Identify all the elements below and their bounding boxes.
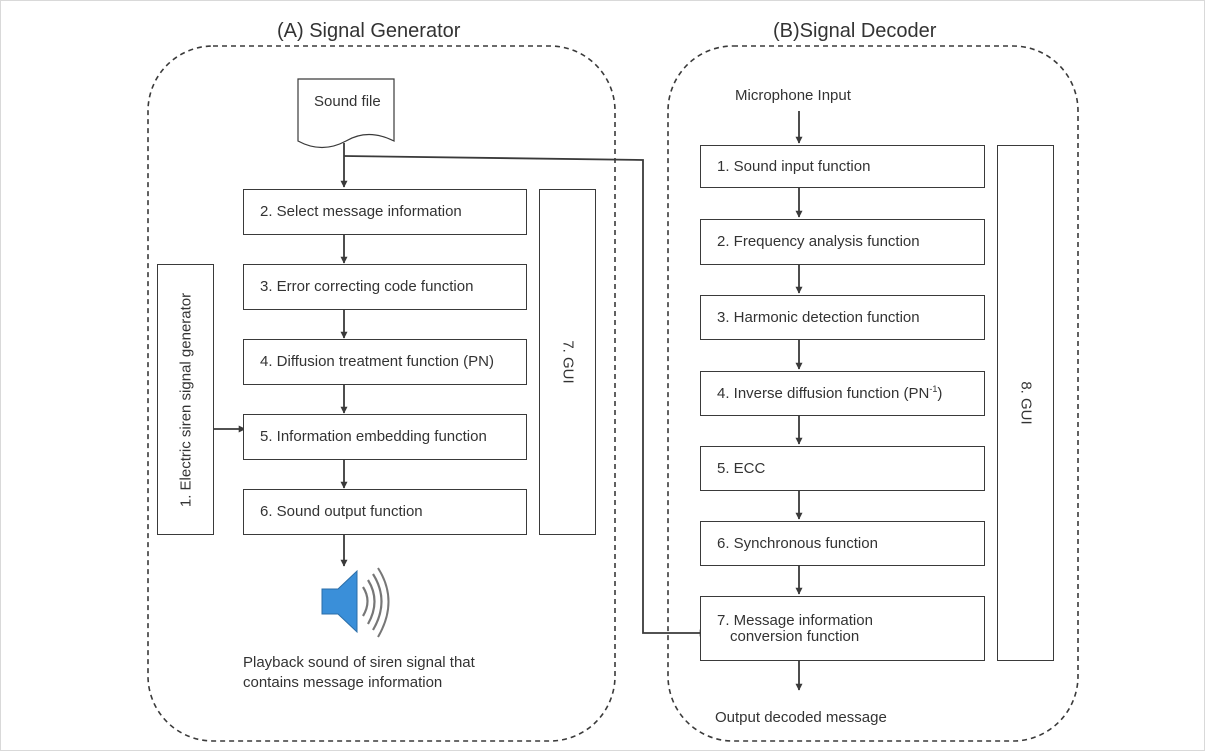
generator-step-2-label: 2. Select message information bbox=[260, 203, 462, 220]
generator-step-6: 6. Sound output function bbox=[243, 489, 527, 535]
generator-step-4: 4. Diffusion treatment function (PN) bbox=[243, 339, 527, 385]
signal-decoder-title: (B)Signal Decoder bbox=[773, 20, 937, 42]
generator-step-2: 2. Select message information bbox=[243, 189, 527, 235]
generator-gui-label: 7. GUI bbox=[559, 340, 576, 384]
signal-decoder-group bbox=[667, 45, 1079, 742]
generator-step-6-label: 6. Sound output function bbox=[260, 503, 423, 520]
decoder-step-7-line1: 7. Message information bbox=[717, 611, 873, 629]
signal-generator-title: (A) Signal Generator bbox=[277, 20, 461, 42]
siren-signal-generator-label: 1. Electric siren signal generator bbox=[177, 292, 194, 507]
microphone-input-label: Microphone Input bbox=[735, 87, 851, 104]
document-icon bbox=[297, 78, 395, 149]
decoder-step-6: 6. Synchronous function bbox=[700, 521, 985, 566]
generator-step-4-label: 4. Diffusion treatment function (PN) bbox=[260, 353, 494, 370]
decoder-step-4-text: 4. Inverse diffusion function (PN bbox=[717, 384, 930, 402]
decoder-step-3: 3. Harmonic detection function bbox=[700, 295, 985, 340]
decoder-step-6-label: 6. Synchronous function bbox=[717, 534, 878, 552]
decoder-step-7-label: 7. Message information conversion functi… bbox=[717, 611, 873, 645]
decoder-gui-box: 8. GUI bbox=[997, 145, 1054, 661]
decoder-step-4-close: ) bbox=[937, 384, 943, 402]
playback-caption-line2: contains message information bbox=[243, 674, 443, 691]
sound-file-label: Sound file bbox=[314, 93, 381, 110]
generator-step-5-label: 5. Information embedding function bbox=[260, 428, 487, 445]
decoder-step-5: 5. ECC bbox=[700, 446, 985, 491]
decoder-step-5-label: 5. ECC bbox=[717, 459, 766, 477]
decoder-step-4-label: 4. Inverse diffusion function (PN-1) bbox=[717, 383, 943, 402]
output-decoded-message-label: Output decoded message bbox=[715, 709, 887, 726]
siren-signal-generator-box: 1. Electric siren signal generator bbox=[157, 264, 214, 535]
generator-step-5: 5. Information embedding function bbox=[243, 414, 527, 460]
generator-step-3: 3. Error correcting code function bbox=[243, 264, 527, 310]
decoder-step-7: 7. Message information conversion functi… bbox=[700, 596, 985, 661]
decoder-step-2: 2. Frequency analysis function bbox=[700, 219, 985, 265]
decoder-step-7-line2: conversion function bbox=[730, 627, 860, 645]
speaker-icon bbox=[321, 567, 390, 638]
generator-gui-box: 7. GUI bbox=[539, 189, 596, 535]
decoder-step-1-label: 1. Sound input function bbox=[717, 157, 871, 175]
decoder-step-1: 1. Sound input function bbox=[700, 145, 985, 188]
decoder-step-4-superscript: -1 bbox=[929, 383, 938, 394]
arrow-soundfile-to-decoder-step7 bbox=[343, 155, 707, 637]
signal-generator-group bbox=[147, 45, 616, 742]
decoder-step-4: 4. Inverse diffusion function (PN-1) bbox=[700, 371, 985, 416]
decoder-step-3-label: 3. Harmonic detection function bbox=[717, 308, 920, 326]
playback-caption-line1: Playback sound of siren signal that bbox=[243, 654, 475, 671]
generator-step-3-label: 3. Error correcting code function bbox=[260, 278, 474, 295]
decoder-step-2-label: 2. Frequency analysis function bbox=[717, 233, 920, 250]
decoder-gui-label: 8. GUI bbox=[1017, 381, 1034, 425]
